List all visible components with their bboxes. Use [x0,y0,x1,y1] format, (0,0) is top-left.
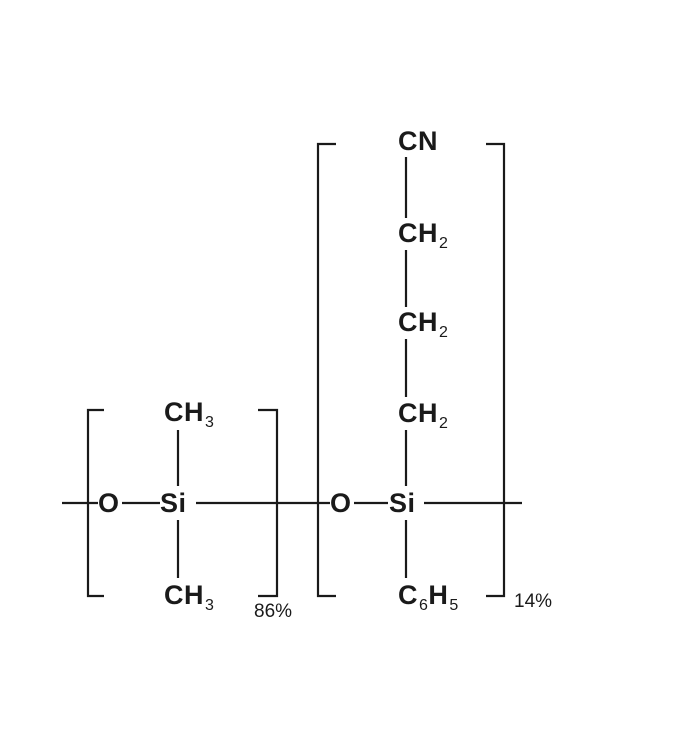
phenyl-carbon: C [398,580,418,610]
methyl-subscript: 3 [205,414,215,431]
phenyl-hydrogen: H [428,580,449,610]
unit1-silicon-atom: Si [160,488,187,518]
phenyl-group: C6H5 [398,582,459,614]
unit2-right-bracket [486,142,506,598]
nitrile-element: CN [398,126,438,156]
phenyl-carbon-subscript: 6 [419,597,429,614]
unit1-top-methyl: CH3 [164,399,214,431]
nitrile-group: CN [398,128,438,155]
methylene-group-3: CH2 [398,400,448,432]
methylene-element: CH [398,218,438,248]
methylene-group-1: CH2 [398,220,448,252]
methyl-element: CH [164,580,204,610]
methylene-element: CH [398,398,438,428]
unit1-bottom-methyl: CH3 [164,582,214,614]
unit1-oxygen-atom: O [98,488,120,518]
unit2-oxygen-atom: O [330,488,352,518]
methylene-subscript: 2 [439,324,449,341]
unit1-percent-label: 86% [254,601,293,622]
methyl-element: CH [164,397,204,427]
methylene-subscript: 2 [439,235,449,252]
methyl-subscript: 3 [205,597,215,614]
phenyl-hydrogen-subscript: 5 [449,597,459,614]
methylene-subscript: 2 [439,415,449,432]
methylene-group-2: CH2 [398,309,448,341]
methylene-element: CH [398,307,438,337]
unit2-silicon-atom: Si [389,488,416,518]
unit2-percent-label: 14% [514,591,553,612]
unit2-left-bracket [316,142,336,598]
